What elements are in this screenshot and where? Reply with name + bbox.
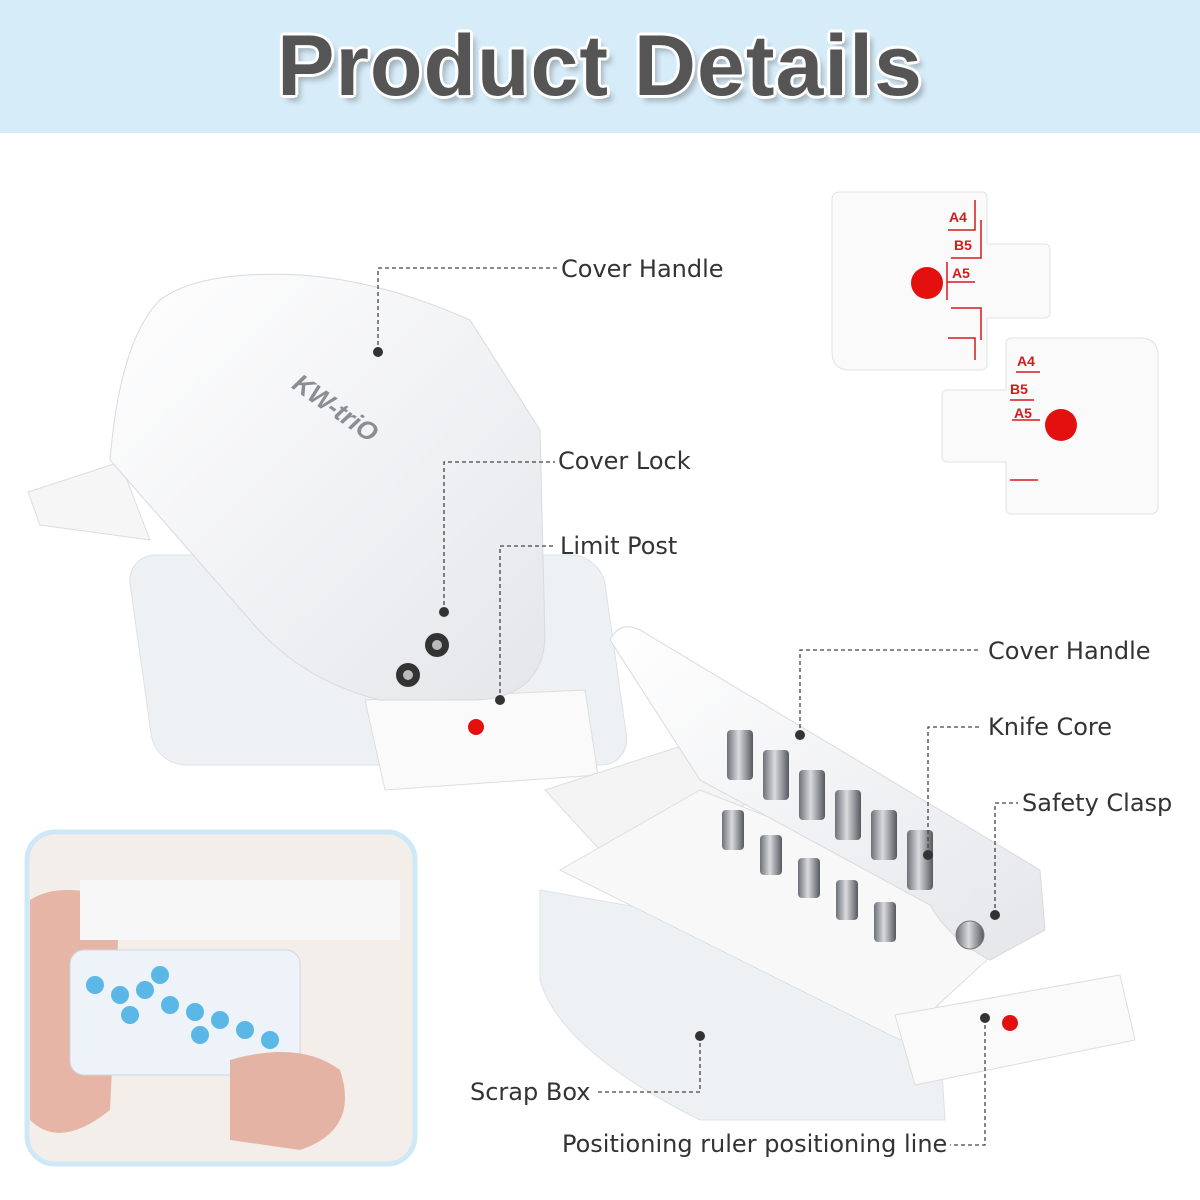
ruler-mark-a5: A5: [1014, 405, 1032, 421]
callout-knife-core: Knife Core: [988, 713, 1113, 741]
callout-safety-clasp: Safety Clasp: [1022, 789, 1173, 817]
ruler-card-top: A4 B5 A5: [831, 191, 1051, 371]
ruler-mark-b5: B5: [954, 237, 972, 253]
callout-limit-post: Limit Post: [560, 532, 678, 560]
ruler-mark-a4: A4: [949, 209, 967, 225]
callout-dots: [373, 347, 1000, 1041]
scrap-box-photo: [24, 829, 418, 1167]
header-banner: Product Details: [0, 0, 1200, 133]
callout-cover-handle-top: Cover Handle: [561, 255, 724, 283]
ruler-mark-a5: A5: [952, 265, 970, 281]
ruler-card-bottom: A4 B5 A5: [941, 337, 1159, 515]
callout-positioning-line: Positioning ruler positioning line: [562, 1130, 948, 1158]
ruler-mark-b5: B5: [1010, 381, 1028, 397]
callout-scrap-box: Scrap Box: [470, 1078, 591, 1106]
callout-cover-lock: Cover Lock: [558, 447, 691, 475]
callout-cover-handle-right: Cover Handle: [988, 637, 1151, 665]
ruler-mark-a4: A4: [1017, 353, 1035, 369]
closed-hole-punch: KW-triO: [27, 273, 628, 791]
knife-core-pins: [722, 730, 933, 942]
open-hole-punch: [539, 626, 1136, 1121]
position-dot: [911, 267, 943, 299]
position-dot: [1045, 409, 1077, 441]
callout-leaders: [377, 267, 1018, 1146]
page-title: Product Details: [277, 18, 923, 114]
